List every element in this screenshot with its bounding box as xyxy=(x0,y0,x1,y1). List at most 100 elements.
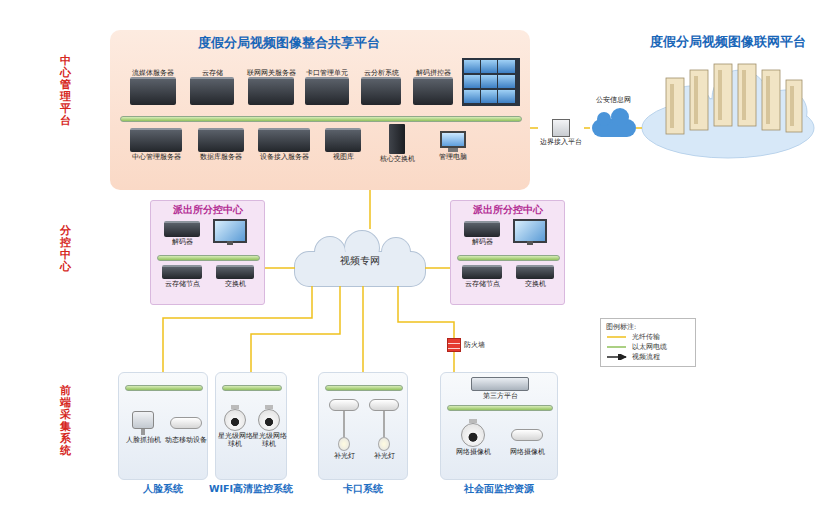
server-icon xyxy=(325,128,362,152)
device-icon xyxy=(459,221,505,237)
device-box: 云存储节点 xyxy=(157,265,207,288)
legend-row: 以太网电缆 xyxy=(606,342,690,352)
wall-screen xyxy=(498,75,514,88)
device-box: 卡口管理单元 xyxy=(300,68,354,105)
device-box: 交换机 xyxy=(511,265,559,288)
node-text: 第三方平台 xyxy=(483,392,518,400)
wall-screen xyxy=(464,60,480,73)
fill-light xyxy=(338,437,350,451)
device-box: 解码拼控器 xyxy=(408,68,458,105)
device-box: 补光灯 xyxy=(365,397,403,460)
legend-text: 视频流程 xyxy=(632,353,660,362)
device-box: 云存储节点 xyxy=(457,265,507,288)
device-box: 中心管理服务器 xyxy=(124,128,188,161)
device-box: 边界接入平台 xyxy=(538,119,584,146)
node-text: 数据库服务器 xyxy=(200,153,242,161)
dome-camera xyxy=(461,423,485,447)
device-icon xyxy=(211,265,259,279)
legend-text: 光纤传输 xyxy=(632,333,660,342)
network-cloud: 视频专网 xyxy=(295,229,425,286)
legend-line xyxy=(607,336,626,338)
fiber-connector xyxy=(362,286,364,372)
device-icon xyxy=(242,77,300,105)
node-text: 社会面监控资源 xyxy=(464,483,534,496)
wall-screen xyxy=(464,90,480,103)
lan-bar xyxy=(120,116,522,122)
wall-screen xyxy=(481,75,497,88)
device-icon xyxy=(159,221,205,237)
lan-bar xyxy=(325,385,403,391)
device-box: 第三方平台 xyxy=(451,377,549,400)
lan-bar xyxy=(447,405,553,411)
legend-sample xyxy=(606,344,628,350)
node-text: 解码拼控器 xyxy=(416,69,451,77)
platform-panel: 度假分局视频图像整合共享平台流媒体服务器云存储联网网关服务器卡口管理单元云分析系… xyxy=(110,30,530,190)
device-icon xyxy=(157,265,207,279)
server-icon xyxy=(516,265,554,279)
subsystem-box: WIFI高清监控系统星光级网络球机星光级网络球机 xyxy=(215,372,287,480)
server-icon xyxy=(198,128,244,152)
device-icon xyxy=(124,77,182,105)
legend-line xyxy=(607,356,626,358)
fiber-connector xyxy=(530,127,538,129)
server-icon xyxy=(361,77,401,105)
server-icon xyxy=(162,265,202,279)
node-text: 中心管理服务器 xyxy=(132,153,181,161)
legend-box: 图例标注:光纤传输以太网电缆视频流程 xyxy=(600,318,696,367)
device-icon xyxy=(123,409,163,435)
lan-bar xyxy=(125,385,203,391)
platform-icon xyxy=(471,377,530,391)
monitor-stand xyxy=(227,241,233,245)
device-icon xyxy=(320,128,366,152)
legend-sample xyxy=(606,334,628,340)
firewall-box: 防火墙 xyxy=(447,338,493,352)
node-text: 网络摄像机 xyxy=(510,448,545,456)
section-label: 分控中心 xyxy=(60,225,71,273)
fill-light xyxy=(378,437,390,451)
node-text: WIFI高清监控系统 xyxy=(209,483,293,496)
wall-screen xyxy=(481,90,497,103)
bullet-camera xyxy=(369,399,399,411)
fiber-connector xyxy=(398,286,454,338)
server-icon xyxy=(190,77,235,105)
device-icon xyxy=(300,77,354,105)
server-icon xyxy=(305,77,348,105)
device-box: 星光级网络球机 xyxy=(216,403,254,448)
device-icon xyxy=(408,77,458,105)
node-text: 补光灯 xyxy=(334,452,355,460)
device-box: 交换机 xyxy=(211,265,259,288)
node-text: 解码器 xyxy=(172,238,193,246)
device-icon xyxy=(184,77,240,105)
monitor-symbol xyxy=(213,219,247,243)
police-network-cloud xyxy=(592,108,636,137)
server-icon xyxy=(130,128,181,152)
substation-box: 派出所分控中心解码器云存储节点交换机 xyxy=(450,200,565,305)
dome-camera xyxy=(224,409,246,431)
monitor-stand xyxy=(527,241,533,245)
node-text: 联网网关服务器 xyxy=(247,69,296,77)
bullet-camera xyxy=(170,417,202,429)
node-text: 管理电脑 xyxy=(439,153,467,161)
device-icon xyxy=(372,124,422,154)
server-icon xyxy=(164,221,201,237)
node-text: 动态移动设备 xyxy=(165,436,207,444)
gateway-icon xyxy=(552,119,570,137)
lan-bar xyxy=(457,255,560,261)
legend-text: 以太网电缆 xyxy=(632,343,667,352)
device-box: 云存储 xyxy=(184,68,240,105)
wall-screen xyxy=(464,75,480,88)
server-icon xyxy=(464,221,501,237)
device-icon xyxy=(538,119,584,137)
device-box: 补光灯 xyxy=(325,397,363,460)
server-icon xyxy=(216,265,254,279)
node-text: 云存储节点 xyxy=(465,280,500,288)
fiber-connector xyxy=(265,267,295,269)
device-icon xyxy=(511,265,559,279)
device-icon xyxy=(252,128,316,152)
server-icon xyxy=(248,77,294,105)
device-box: 联网网关服务器 xyxy=(242,68,300,105)
wall-screen xyxy=(498,60,514,73)
device-icon xyxy=(451,377,549,391)
node-text: 卡口系统 xyxy=(343,483,383,496)
device-box: 数据库服务器 xyxy=(192,128,250,161)
